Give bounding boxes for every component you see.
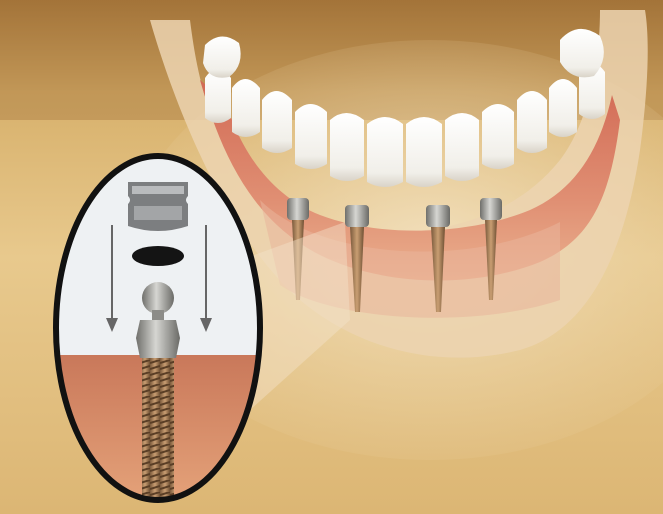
- tooth: [482, 104, 514, 169]
- tooth: [445, 113, 479, 181]
- tooth: [262, 91, 292, 153]
- housing-cap: [128, 182, 188, 231]
- tooth: [330, 113, 364, 181]
- o-ring: [132, 246, 184, 266]
- tooth: [560, 29, 604, 77]
- tooth: [517, 91, 547, 153]
- tooth: [367, 117, 403, 187]
- tooth: [295, 104, 327, 169]
- tooth: [406, 117, 442, 187]
- tooth: [232, 79, 260, 137]
- tooth: [549, 79, 577, 137]
